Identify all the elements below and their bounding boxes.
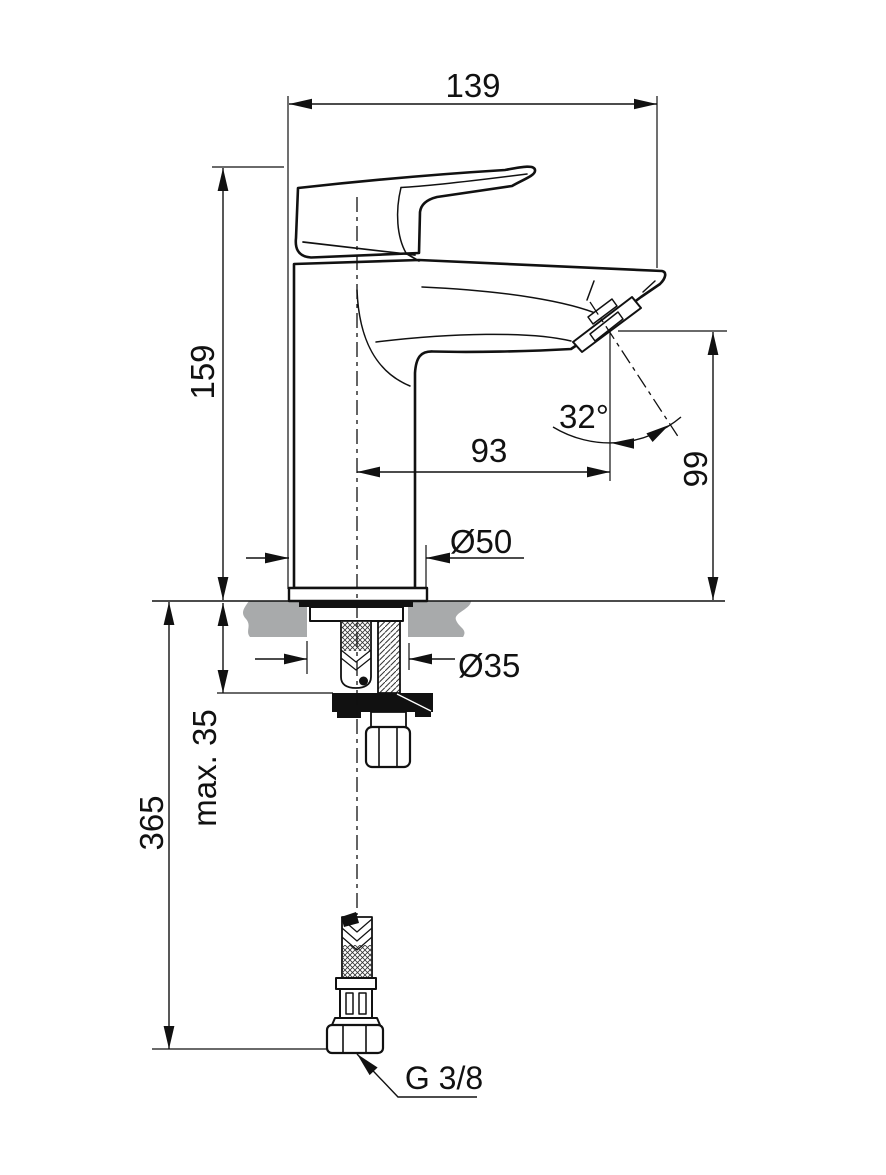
arrowhead	[707, 577, 719, 600]
hose-end-bead	[359, 676, 368, 686]
threaded-stud	[377, 620, 401, 694]
aerator-axis-tick	[586, 280, 595, 301]
arrowhead	[357, 1054, 378, 1076]
arrowhead	[217, 577, 229, 600]
arrowhead	[289, 98, 312, 110]
dim-label-159: 159	[184, 344, 221, 399]
arrowhead	[284, 653, 307, 665]
dimensions: 139 159 max. 35 365	[133, 67, 727, 1098]
dim-label-139: 139	[445, 67, 500, 104]
mounting-nut-tab-right	[415, 712, 431, 717]
connector-hex-nut	[325, 1023, 385, 1055]
connector-cage-window-left	[345, 992, 354, 1015]
outlet-axis-centerline	[589, 301, 680, 439]
dim-label-93: 93	[471, 432, 508, 469]
aerator-insert-upper	[587, 298, 618, 325]
handle-top-face-line	[400, 173, 528, 189]
dimension-139: 139	[287, 67, 658, 589]
arrowhead	[646, 425, 669, 442]
centerlines	[356, 197, 680, 915]
stud-hex-nut-facets	[378, 727, 398, 767]
handle-lever-outline	[294, 165, 537, 259]
handle-base-bevel-line	[302, 241, 416, 256]
arrowhead	[357, 466, 380, 478]
arrowhead	[707, 332, 719, 355]
stud-hex-nut	[364, 725, 412, 769]
mounting-nut-highlight	[396, 693, 432, 712]
dimension-angle-32: 32°	[552, 398, 682, 449]
arrowhead	[409, 653, 432, 665]
base-flange	[287, 586, 429, 603]
hose-lower-end-cap	[341, 912, 359, 927]
arrowhead	[426, 552, 450, 564]
base-seal-strip	[299, 600, 413, 607]
arrowhead	[265, 552, 289, 564]
connector-collar	[335, 977, 377, 990]
arrowhead	[611, 438, 634, 449]
spout-tip-inner-line	[642, 280, 656, 293]
deck-left-section	[242, 601, 307, 637]
body-fillet-curve	[356, 289, 411, 387]
arrowhead	[634, 98, 657, 110]
connector-hex-nut-facets	[342, 1025, 367, 1053]
dim-label-diameter-50: Ø50	[450, 523, 512, 560]
spout-inner-contour-upper	[421, 286, 601, 316]
mounting-flange-nut	[332, 693, 433, 712]
arrowhead	[217, 603, 229, 626]
mounting-nut-tab-left	[337, 712, 361, 718]
hose-braiding-hatch	[341, 621, 371, 651]
dimension-g38-callout: G 3/8	[356, 1053, 483, 1098]
arrowhead	[163, 602, 175, 625]
dim-label-max-35: max. 35	[186, 709, 223, 826]
hose-chevron-lines	[340, 649, 372, 671]
dim-label-365: 365	[133, 795, 170, 850]
dimension-365: 365	[133, 602, 327, 1050]
deck-cross-section	[152, 600, 725, 637]
dim-label-32deg: 32°	[559, 398, 609, 435]
dimension-diameter-35: Ø35	[255, 641, 520, 684]
below-deck-parts	[299, 600, 433, 1055]
spout-inner-contour-lower	[375, 333, 572, 343]
dimension-99: 99	[618, 330, 727, 600]
arrowhead	[163, 1026, 175, 1049]
dimension-93: 93	[357, 330, 611, 481]
arrowhead	[217, 670, 229, 693]
connector-cage-window-right	[358, 992, 367, 1015]
dimension-159: 159	[184, 166, 284, 600]
dim-label-g38: G 3/8	[405, 1060, 483, 1096]
arrowhead	[217, 168, 229, 191]
dimension-max-35: max. 35	[186, 603, 333, 827]
connector-cage	[339, 988, 373, 1019]
handle-base-corner-line	[406, 253, 420, 262]
dim-label-diameter-35: Ø35	[458, 647, 520, 684]
stud-lower-section	[370, 711, 407, 728]
handle-front-curve	[396, 186, 407, 254]
dimension-diameter-50: Ø50	[246, 523, 524, 588]
arrowhead	[587, 466, 610, 478]
dim-label-99: 99	[677, 451, 714, 488]
deck-right-section	[408, 601, 471, 637]
